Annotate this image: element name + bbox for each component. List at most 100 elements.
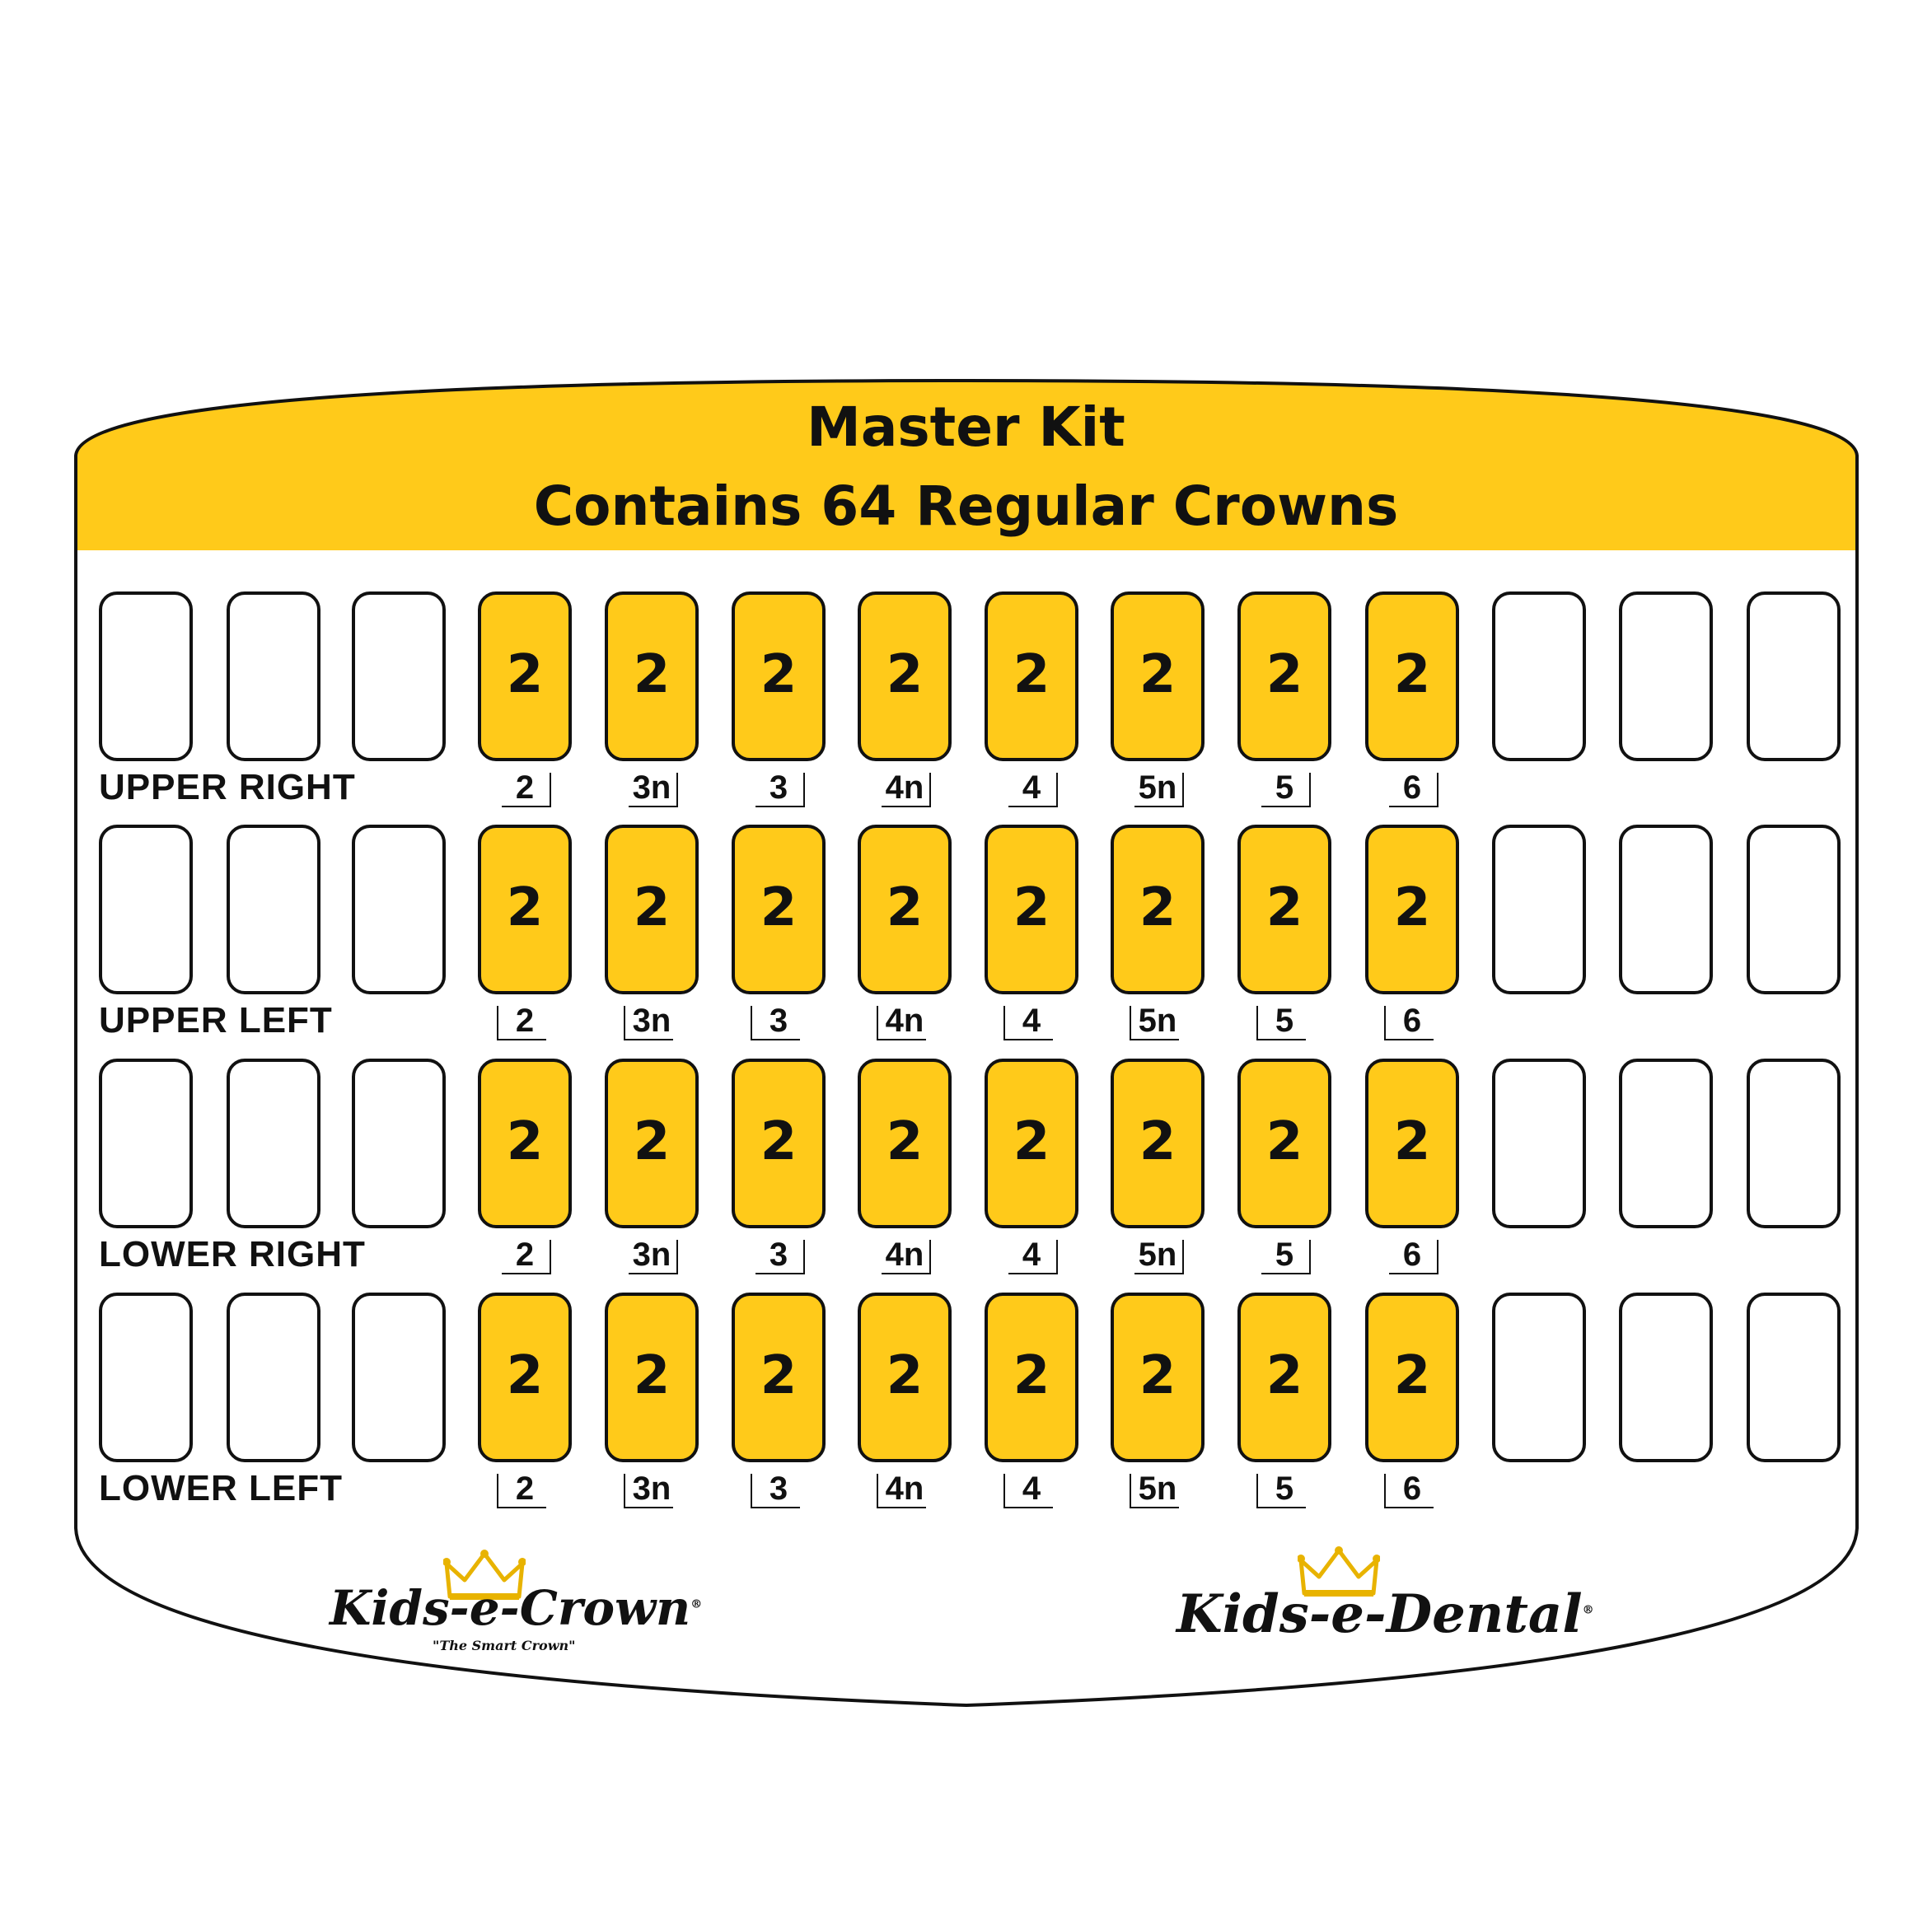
- size-label: 5: [1251, 1003, 1317, 1040]
- size-label-bracket: [1437, 773, 1438, 806]
- size-label-text: 3: [769, 769, 788, 806]
- size-label-bracket: [1130, 1474, 1131, 1507]
- size-label-bracket: [1182, 1240, 1184, 1273]
- size-label-underline: [624, 1507, 673, 1508]
- size-label: 4n: [872, 1470, 938, 1508]
- crown-count: 2: [886, 644, 924, 705]
- crown-slot-empty: [352, 825, 446, 994]
- size-label-text: 5n: [1138, 769, 1177, 806]
- crown-count: 2: [633, 877, 671, 938]
- crown-slot-filled: 2: [985, 1059, 1078, 1228]
- crown-count: 2: [760, 877, 798, 938]
- size-label: 4: [999, 769, 1064, 807]
- crown-slot-empty: [1747, 591, 1841, 761]
- size-label-bracket: [550, 1240, 551, 1273]
- crown-count: 2: [1139, 1345, 1177, 1406]
- size-label-text: 3n: [632, 1003, 671, 1039]
- crown-slot-filled: 2: [605, 825, 699, 994]
- size-label: 5: [1251, 769, 1317, 807]
- size-label-underline: [629, 1273, 678, 1274]
- size-label: 5: [1251, 1470, 1317, 1508]
- size-label-bracket: [751, 1006, 752, 1039]
- crown-count: 2: [1265, 1111, 1303, 1172]
- crown-count: 2: [1265, 644, 1303, 705]
- size-label: 5n: [1125, 1237, 1191, 1274]
- size-label-underline: [1003, 1507, 1053, 1508]
- size-label: 6: [1379, 1003, 1445, 1040]
- size-label: 5n: [1125, 1470, 1191, 1508]
- size-label: 3: [746, 1003, 812, 1040]
- size-label-text: 3: [769, 1237, 788, 1273]
- size-label-underline: [1130, 1507, 1179, 1508]
- crown-count: 2: [1139, 877, 1177, 938]
- size-label-bracket: [1182, 773, 1184, 806]
- crown-count: 2: [633, 1345, 671, 1406]
- kit-subtitle: Contains 64 Regular Crowns: [533, 475, 1399, 538]
- size-label-bracket: [1437, 1240, 1438, 1273]
- size-label-underline: [1384, 1507, 1434, 1508]
- crown-count: 2: [1013, 877, 1050, 938]
- size-label-text: 5n: [1138, 1237, 1177, 1273]
- size-label-underline: [1134, 1273, 1184, 1274]
- crown-slot-filled: 2: [605, 591, 699, 761]
- size-label: 3: [746, 1237, 812, 1274]
- kids-e-crown-logo: Kids-e-Crown®: [330, 1580, 702, 1636]
- crown-slot-filled: 2: [478, 1059, 572, 1228]
- logo-text-e: e: [1331, 1583, 1364, 1645]
- crown-count: 2: [760, 1345, 798, 1406]
- size-label-underline: [882, 1273, 931, 1274]
- size-label-underline: [1261, 806, 1311, 807]
- kids-e-dental-logo: Kids-e-Dental®: [1177, 1583, 1594, 1645]
- crown-count: 2: [1013, 644, 1050, 705]
- size-label-text: 4: [1022, 769, 1041, 806]
- size-label-underline: [1256, 1507, 1306, 1508]
- crown-count: 2: [506, 877, 544, 938]
- crown-slot-empty: [352, 591, 446, 761]
- crown-count: 2: [506, 1111, 544, 1172]
- size-label-bracket: [929, 1240, 931, 1273]
- size-label: 3n: [619, 1470, 685, 1508]
- size-label-text: 3n: [632, 1470, 671, 1507]
- size-label: 6: [1379, 1237, 1445, 1274]
- size-label-text: 2: [515, 1003, 535, 1039]
- size-label-text: 5: [1275, 1470, 1294, 1507]
- crown-count: 2: [1265, 877, 1303, 938]
- crown-slot-empty: [352, 1059, 446, 1228]
- size-label-underline: [1134, 806, 1184, 807]
- registered-mark-icon: ®: [1582, 1603, 1594, 1617]
- crown-count: 2: [1013, 1111, 1050, 1172]
- size-label-underline: [877, 1039, 926, 1040]
- row-label: LOWER LEFT: [99, 1468, 343, 1508]
- size-label-underline: [751, 1507, 800, 1508]
- size-label-underline: [497, 1507, 546, 1508]
- crown-slot-empty: [1747, 1059, 1841, 1228]
- crown-slot-empty: [1492, 591, 1586, 761]
- row-label: LOWER RIGHT: [99, 1234, 366, 1274]
- crown-slot-filled: 2: [1365, 825, 1459, 994]
- crown-slot-filled: 2: [985, 825, 1078, 994]
- crown-slot-filled: 2: [1111, 1059, 1205, 1228]
- size-label-bracket: [1256, 1474, 1258, 1507]
- crown-slot-empty: [352, 1293, 446, 1462]
- crown-slot-empty: [227, 825, 320, 994]
- registered-mark-icon: ®: [690, 1597, 703, 1611]
- crown-slot-empty: [227, 1293, 320, 1462]
- crown-slot-empty: [99, 1059, 193, 1228]
- size-label-text: 4n: [885, 769, 924, 806]
- crown-count: 2: [633, 644, 671, 705]
- size-label-text: 2: [515, 1470, 535, 1507]
- size-label-underline: [1256, 1039, 1306, 1040]
- crown-count: 2: [633, 1111, 671, 1172]
- size-label-underline: [1003, 1039, 1053, 1040]
- size-label: 3: [746, 769, 812, 807]
- size-label: 3n: [619, 769, 685, 807]
- crown-slot-filled: 2: [858, 1059, 952, 1228]
- size-label-bracket: [803, 1240, 805, 1273]
- crown-slot-empty: [99, 825, 193, 994]
- size-label-bracket: [1309, 1240, 1311, 1273]
- crown-slot-filled: 2: [1111, 591, 1205, 761]
- size-label-bracket: [550, 773, 551, 806]
- crown-slot-empty: [227, 1059, 320, 1228]
- crown-slot-empty: [1747, 1293, 1841, 1462]
- row-label: UPPER LEFT: [99, 1000, 333, 1040]
